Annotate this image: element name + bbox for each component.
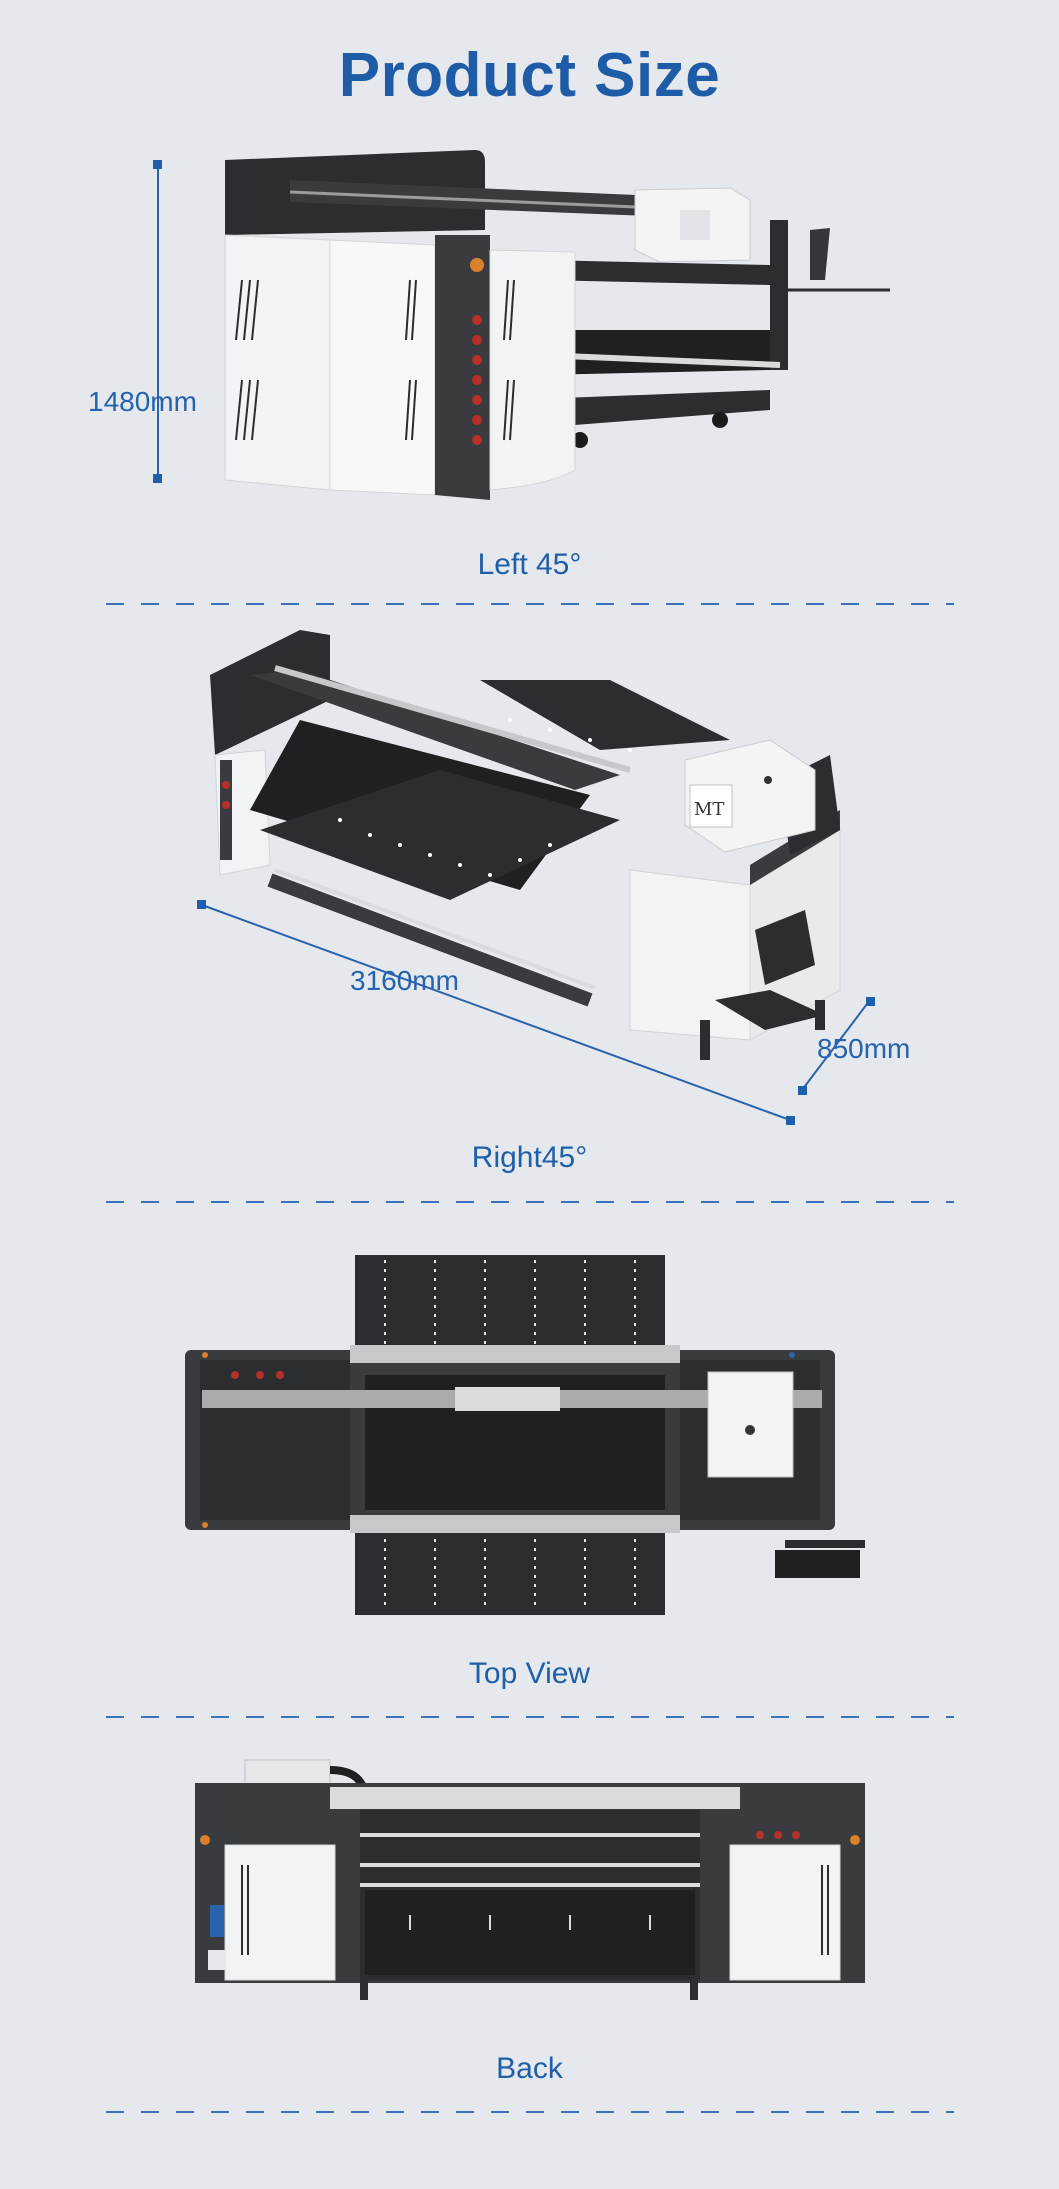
height-dimension-end-top: [153, 160, 162, 169]
section-divider: [106, 603, 954, 605]
printer-back-view-image: [195, 1759, 865, 2000]
printer-top-view-image: [185, 1255, 865, 1615]
caption-right-45: Right45°: [471, 1141, 588, 1174]
section-divider: [106, 1201, 954, 1203]
height-dimension-label: 1480mm: [88, 386, 197, 417]
svg-text:MT: MT: [694, 799, 724, 820]
height-dimension-line: [157, 163, 159, 478]
caption-top-view: Top View: [468, 1657, 591, 1690]
section-divider: [106, 2111, 954, 2113]
section-divider: [106, 1716, 954, 1718]
caption-left-45: Left 45°: [477, 548, 582, 581]
height-dimension-end-bottom: [153, 474, 162, 483]
printer-left-45-image: [224, 150, 890, 500]
printer-right-45-image: MT: [197, 630, 875, 1125]
page-title: Product Size: [338, 41, 721, 110]
length-dimension-label: 3160mm: [350, 965, 459, 996]
depth-dimension-label: 850mm: [817, 1033, 911, 1064]
caption-back: Back: [496, 2052, 563, 2085]
